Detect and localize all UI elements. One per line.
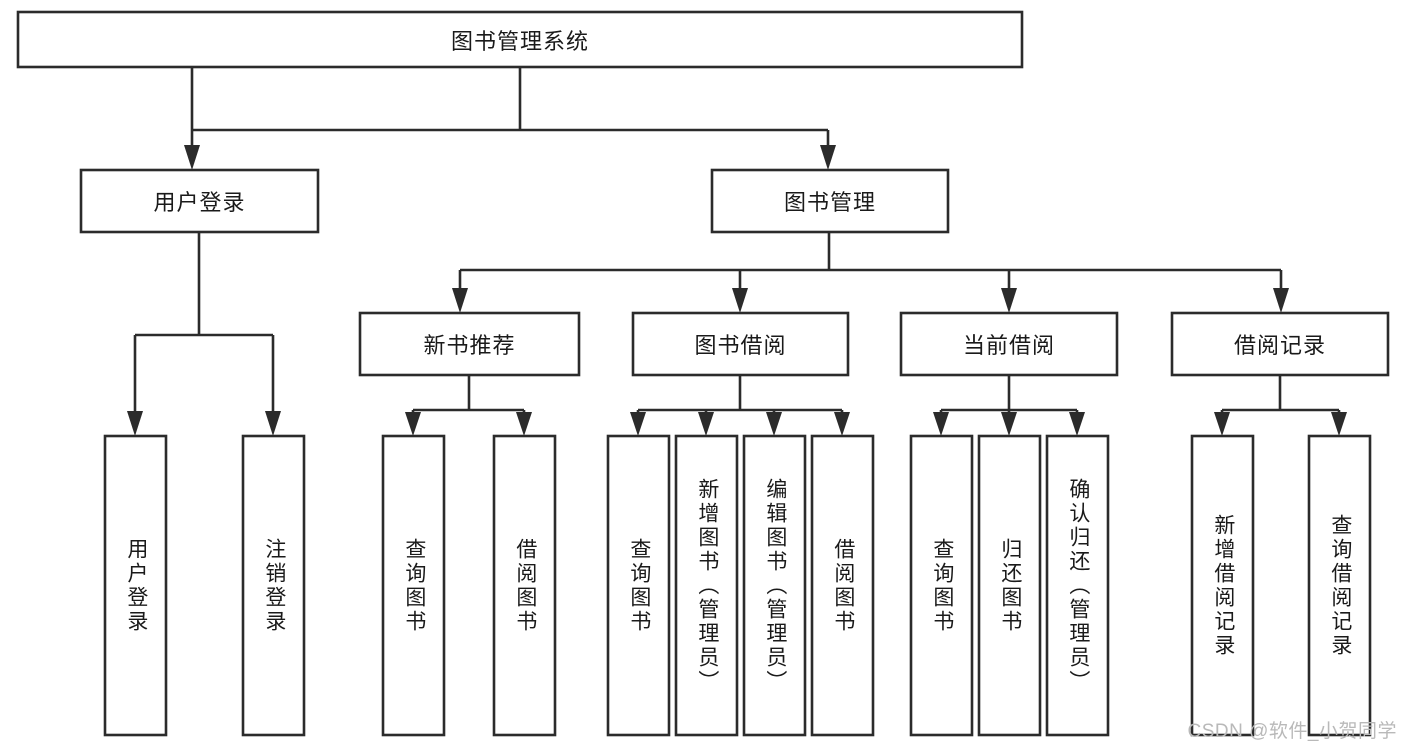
leaf-book-borrow-1[interactable] bbox=[674, 434, 739, 737]
arrowhead-to-book-management bbox=[820, 145, 836, 170]
arrowhead-new-book-leaf-2 bbox=[516, 412, 532, 436]
leaf-book-borrow-2[interactable] bbox=[742, 434, 807, 737]
node-current-borrow[interactable] bbox=[899, 311, 1119, 377]
arrowhead-book-borrow-leaf-1 bbox=[630, 412, 646, 436]
arrowhead-to-new-book-recommend bbox=[452, 288, 468, 313]
leaf-current-borrow-0[interactable] bbox=[909, 434, 974, 737]
node-root-book-management-system[interactable] bbox=[16, 10, 1024, 69]
arrowhead-to-current-borrow bbox=[1001, 288, 1017, 313]
arrowhead-user-login-leaf-1 bbox=[127, 411, 143, 436]
arrowhead-to-borrow-record bbox=[1273, 288, 1289, 313]
node-book-borrow[interactable] bbox=[631, 311, 850, 377]
arrowhead-book-borrow-leaf-3 bbox=[766, 412, 782, 436]
arrowhead-borrow-record-leaf-2 bbox=[1331, 412, 1347, 436]
arrowhead-to-user-login bbox=[184, 145, 200, 170]
node-book-management[interactable] bbox=[710, 168, 950, 234]
leaf-borrow-record-0[interactable] bbox=[1190, 434, 1255, 737]
leaf-current-borrow-2[interactable] bbox=[1045, 434, 1110, 737]
arrowhead-current-borrow-leaf-1 bbox=[933, 412, 949, 436]
leaf-user-login-1[interactable] bbox=[241, 434, 306, 737]
leaf-book-borrow-0[interactable] bbox=[606, 434, 671, 737]
leaf-borrow-record-1[interactable] bbox=[1307, 434, 1372, 737]
node-user-login[interactable] bbox=[79, 168, 320, 234]
arrowhead-borrow-record-leaf-1 bbox=[1214, 412, 1230, 436]
leaf-new-book-0[interactable] bbox=[381, 434, 446, 737]
arrowhead-to-book-borrow bbox=[732, 288, 748, 313]
leaf-current-borrow-1[interactable] bbox=[977, 434, 1042, 737]
arrowhead-user-login-leaf-2 bbox=[265, 411, 281, 436]
leaf-user-login-0[interactable] bbox=[103, 434, 168, 737]
node-new-book-recommend[interactable] bbox=[358, 311, 581, 377]
arrowhead-current-borrow-leaf-2 bbox=[1001, 412, 1017, 436]
arrowhead-book-borrow-leaf-4 bbox=[834, 412, 850, 436]
arrowhead-new-book-leaf-1 bbox=[405, 412, 421, 436]
leaf-new-book-1[interactable] bbox=[492, 434, 557, 737]
arrowhead-current-borrow-leaf-3 bbox=[1069, 412, 1085, 436]
node-borrow-record[interactable] bbox=[1170, 311, 1390, 377]
arrowhead-book-borrow-leaf-2 bbox=[698, 412, 714, 436]
leaf-book-borrow-3[interactable] bbox=[810, 434, 875, 737]
